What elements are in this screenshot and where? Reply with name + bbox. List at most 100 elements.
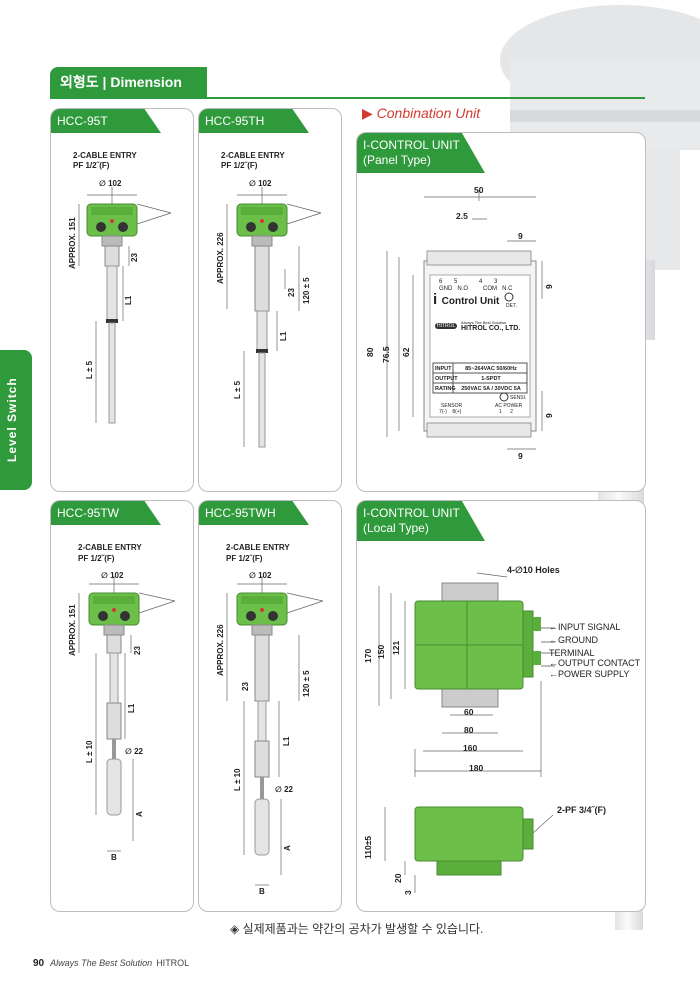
pf-label: PF 1/2˝(F) bbox=[78, 554, 115, 563]
control-unit-logo: i Control Unit bbox=[433, 291, 500, 308]
dim-80: 80 bbox=[464, 725, 474, 735]
pf-label: PF 1/2˝(F) bbox=[221, 161, 258, 170]
dim-l: L ± 10 bbox=[233, 768, 242, 791]
dim-80: 80 bbox=[365, 347, 375, 357]
dim-a: A bbox=[135, 811, 144, 817]
dia-label: ∅ 102 bbox=[249, 571, 272, 580]
dim-50: 50 bbox=[474, 185, 484, 195]
output-contact-label: ←OUTPUT CONTACT bbox=[549, 658, 641, 668]
dim-a: A bbox=[283, 845, 292, 851]
dim-l1: L1 bbox=[279, 331, 288, 341]
dim-170: 170 bbox=[363, 648, 373, 663]
panel-title: HCC-95TWH bbox=[199, 501, 309, 525]
panel-hcc-95tw: HCC-95TW 2-CABLE ENTRY PF 1/2˝(F) ∅ 102 … bbox=[50, 500, 194, 912]
dim-l1: L1 bbox=[127, 703, 136, 713]
input-signal-label: ←INPUT SIGNAL bbox=[549, 622, 621, 632]
footer-brand: HITROL bbox=[156, 958, 190, 968]
combination-title: ▶ Conbination Unit bbox=[362, 105, 481, 121]
dim-9-bottom: 9 bbox=[518, 451, 523, 461]
control-unit-drawing bbox=[386, 190, 543, 450]
page-number: 90 bbox=[33, 958, 45, 969]
panel-title: HCC-95TW bbox=[51, 501, 161, 525]
dim-l: L ± 5 bbox=[85, 360, 94, 379]
panel-title: I-CONTROL UNIT (Local Type) bbox=[357, 501, 485, 541]
dim-23: 23 bbox=[287, 288, 296, 297]
dim-d22: ∅ 22 bbox=[275, 785, 293, 794]
dia-label: ∅ 102 bbox=[99, 179, 122, 188]
dim-b: B bbox=[111, 853, 117, 862]
terminal-top: 6 5 4 3 GND N.O COM N.C bbox=[439, 279, 513, 292]
dim-76-5: 76.5 bbox=[381, 346, 391, 363]
section-title: 외형도 | Dimension bbox=[50, 67, 207, 97]
panel-title: I-CONTROL UNIT (Panel Type) bbox=[357, 133, 485, 173]
dim-9-top: 9 bbox=[518, 231, 523, 241]
pf-label: PF 1/2˝(F) bbox=[226, 554, 263, 563]
panel-icu-local-type: I-CONTROL UNIT (Local Type) 4-∅10 Holes bbox=[356, 500, 646, 912]
sensi-label: SENSI. bbox=[510, 395, 527, 401]
sensor-drawing bbox=[78, 187, 172, 424]
footer-slogan: Always The Best Solution bbox=[50, 958, 153, 968]
company-slogan: Always The Best Solution bbox=[461, 320, 507, 325]
spec-values: 85~264VAC 50/60Hz 1-SPDT 250VAC 5A / 30V… bbox=[461, 366, 521, 392]
company-name: HITROL CO., LTD. bbox=[461, 325, 521, 332]
terminal-labels: ←INPUT SIGNAL ←GROUND TERMINAL ←OUTPUT C… bbox=[549, 621, 645, 681]
dim-160: 160 bbox=[463, 743, 478, 753]
panel-hcc-95th: HCC-95TH 2-CABLE ENTRY PF 1/2˝(F) ∅ 102 … bbox=[198, 108, 342, 492]
holes-label: 4-∅10 Holes bbox=[507, 565, 560, 575]
section-title-en: Dimension bbox=[110, 74, 182, 90]
panel-icu-panel-type: I-CONTROL UNIT (Panel Type) 50 2.5 9 9 9… bbox=[356, 132, 646, 492]
dim-9-right-top: 9 bbox=[544, 284, 554, 289]
side-tab-label: Level Switch bbox=[5, 377, 19, 462]
panel-title: HCC-95TH bbox=[199, 109, 309, 133]
dim-b: B bbox=[259, 887, 265, 896]
sensor-drawing bbox=[226, 576, 324, 886]
dim-9-right-bottom: 9 bbox=[544, 413, 554, 418]
dim-l: L ± 10 bbox=[85, 740, 94, 763]
approx-label: APPROX. 226 bbox=[216, 232, 225, 284]
dim-2-5: 2.5 bbox=[456, 211, 468, 221]
dim-3: 3 bbox=[403, 890, 413, 895]
cable-entry-label: 2-CABLE ENTRY bbox=[78, 543, 142, 552]
cable-entry-label: 2-CABLE ENTRY bbox=[221, 151, 285, 160]
cable-entry-label: 2-CABLE ENTRY bbox=[226, 543, 290, 552]
sensor-label: SENSOR bbox=[441, 403, 463, 409]
dim-23: 23 bbox=[133, 646, 142, 655]
tolerance-note: ◈ 실제제품과는 약간의 공차가 발생할 수 있습니다. bbox=[230, 922, 484, 936]
dim-120: 120 ± 5 bbox=[302, 277, 311, 304]
dia-label: ∅ 102 bbox=[249, 179, 272, 188]
dim-l: L ± 5 bbox=[233, 380, 242, 399]
power-supply-label: ←POWER SUPPLY bbox=[549, 669, 630, 679]
dim-20: 20 bbox=[393, 873, 403, 883]
spec-labels: INPUT OUTPUT RATING bbox=[435, 366, 458, 392]
dim-110: 110±5 bbox=[363, 835, 373, 859]
dim-23: 23 bbox=[130, 253, 139, 262]
det-label: DET. bbox=[506, 303, 517, 309]
dim-150: 150 bbox=[376, 644, 386, 659]
side-tab bbox=[0, 350, 32, 490]
dim-121: 121 bbox=[391, 640, 401, 655]
cable-entry-label: 2-CABLE ENTRY bbox=[73, 151, 137, 160]
sensor-drawing bbox=[226, 187, 322, 448]
dia-label: ∅ 102 bbox=[101, 571, 124, 580]
power-pins: 1 2 bbox=[499, 409, 513, 415]
approx-label: APPROX. 151 bbox=[68, 604, 77, 656]
dim-60: 60 bbox=[464, 707, 474, 717]
approx-label: APPROX. 226 bbox=[216, 624, 225, 676]
ground-terminal-label: ←GROUND TERMINAL bbox=[549, 635, 598, 658]
dim-d22: ∅ 22 bbox=[125, 747, 143, 756]
header-rule bbox=[50, 97, 645, 99]
approx-label: APPROX. 151 bbox=[68, 217, 77, 269]
pf34-label: 2-PF 3/4˝(F) bbox=[557, 805, 607, 815]
panel-title: HCC-95T bbox=[51, 109, 161, 133]
sensor-drawing bbox=[78, 576, 176, 852]
dim-23: 23 bbox=[241, 682, 250, 691]
company-tag: HITROL bbox=[435, 323, 458, 329]
sensor-pins: 7(-) 8(+) bbox=[439, 409, 462, 415]
pf-label: PF 1/2˝(F) bbox=[73, 161, 110, 170]
panel-hcc-95t: HCC-95T 2-CABLE ENTRY PF 1/2˝(F) ∅ 102 A… bbox=[50, 108, 194, 492]
dim-180: 180 bbox=[469, 763, 484, 773]
dim-l1: L1 bbox=[282, 736, 291, 746]
dim-l1: L1 bbox=[124, 295, 133, 305]
dim-62: 62 bbox=[401, 347, 411, 357]
